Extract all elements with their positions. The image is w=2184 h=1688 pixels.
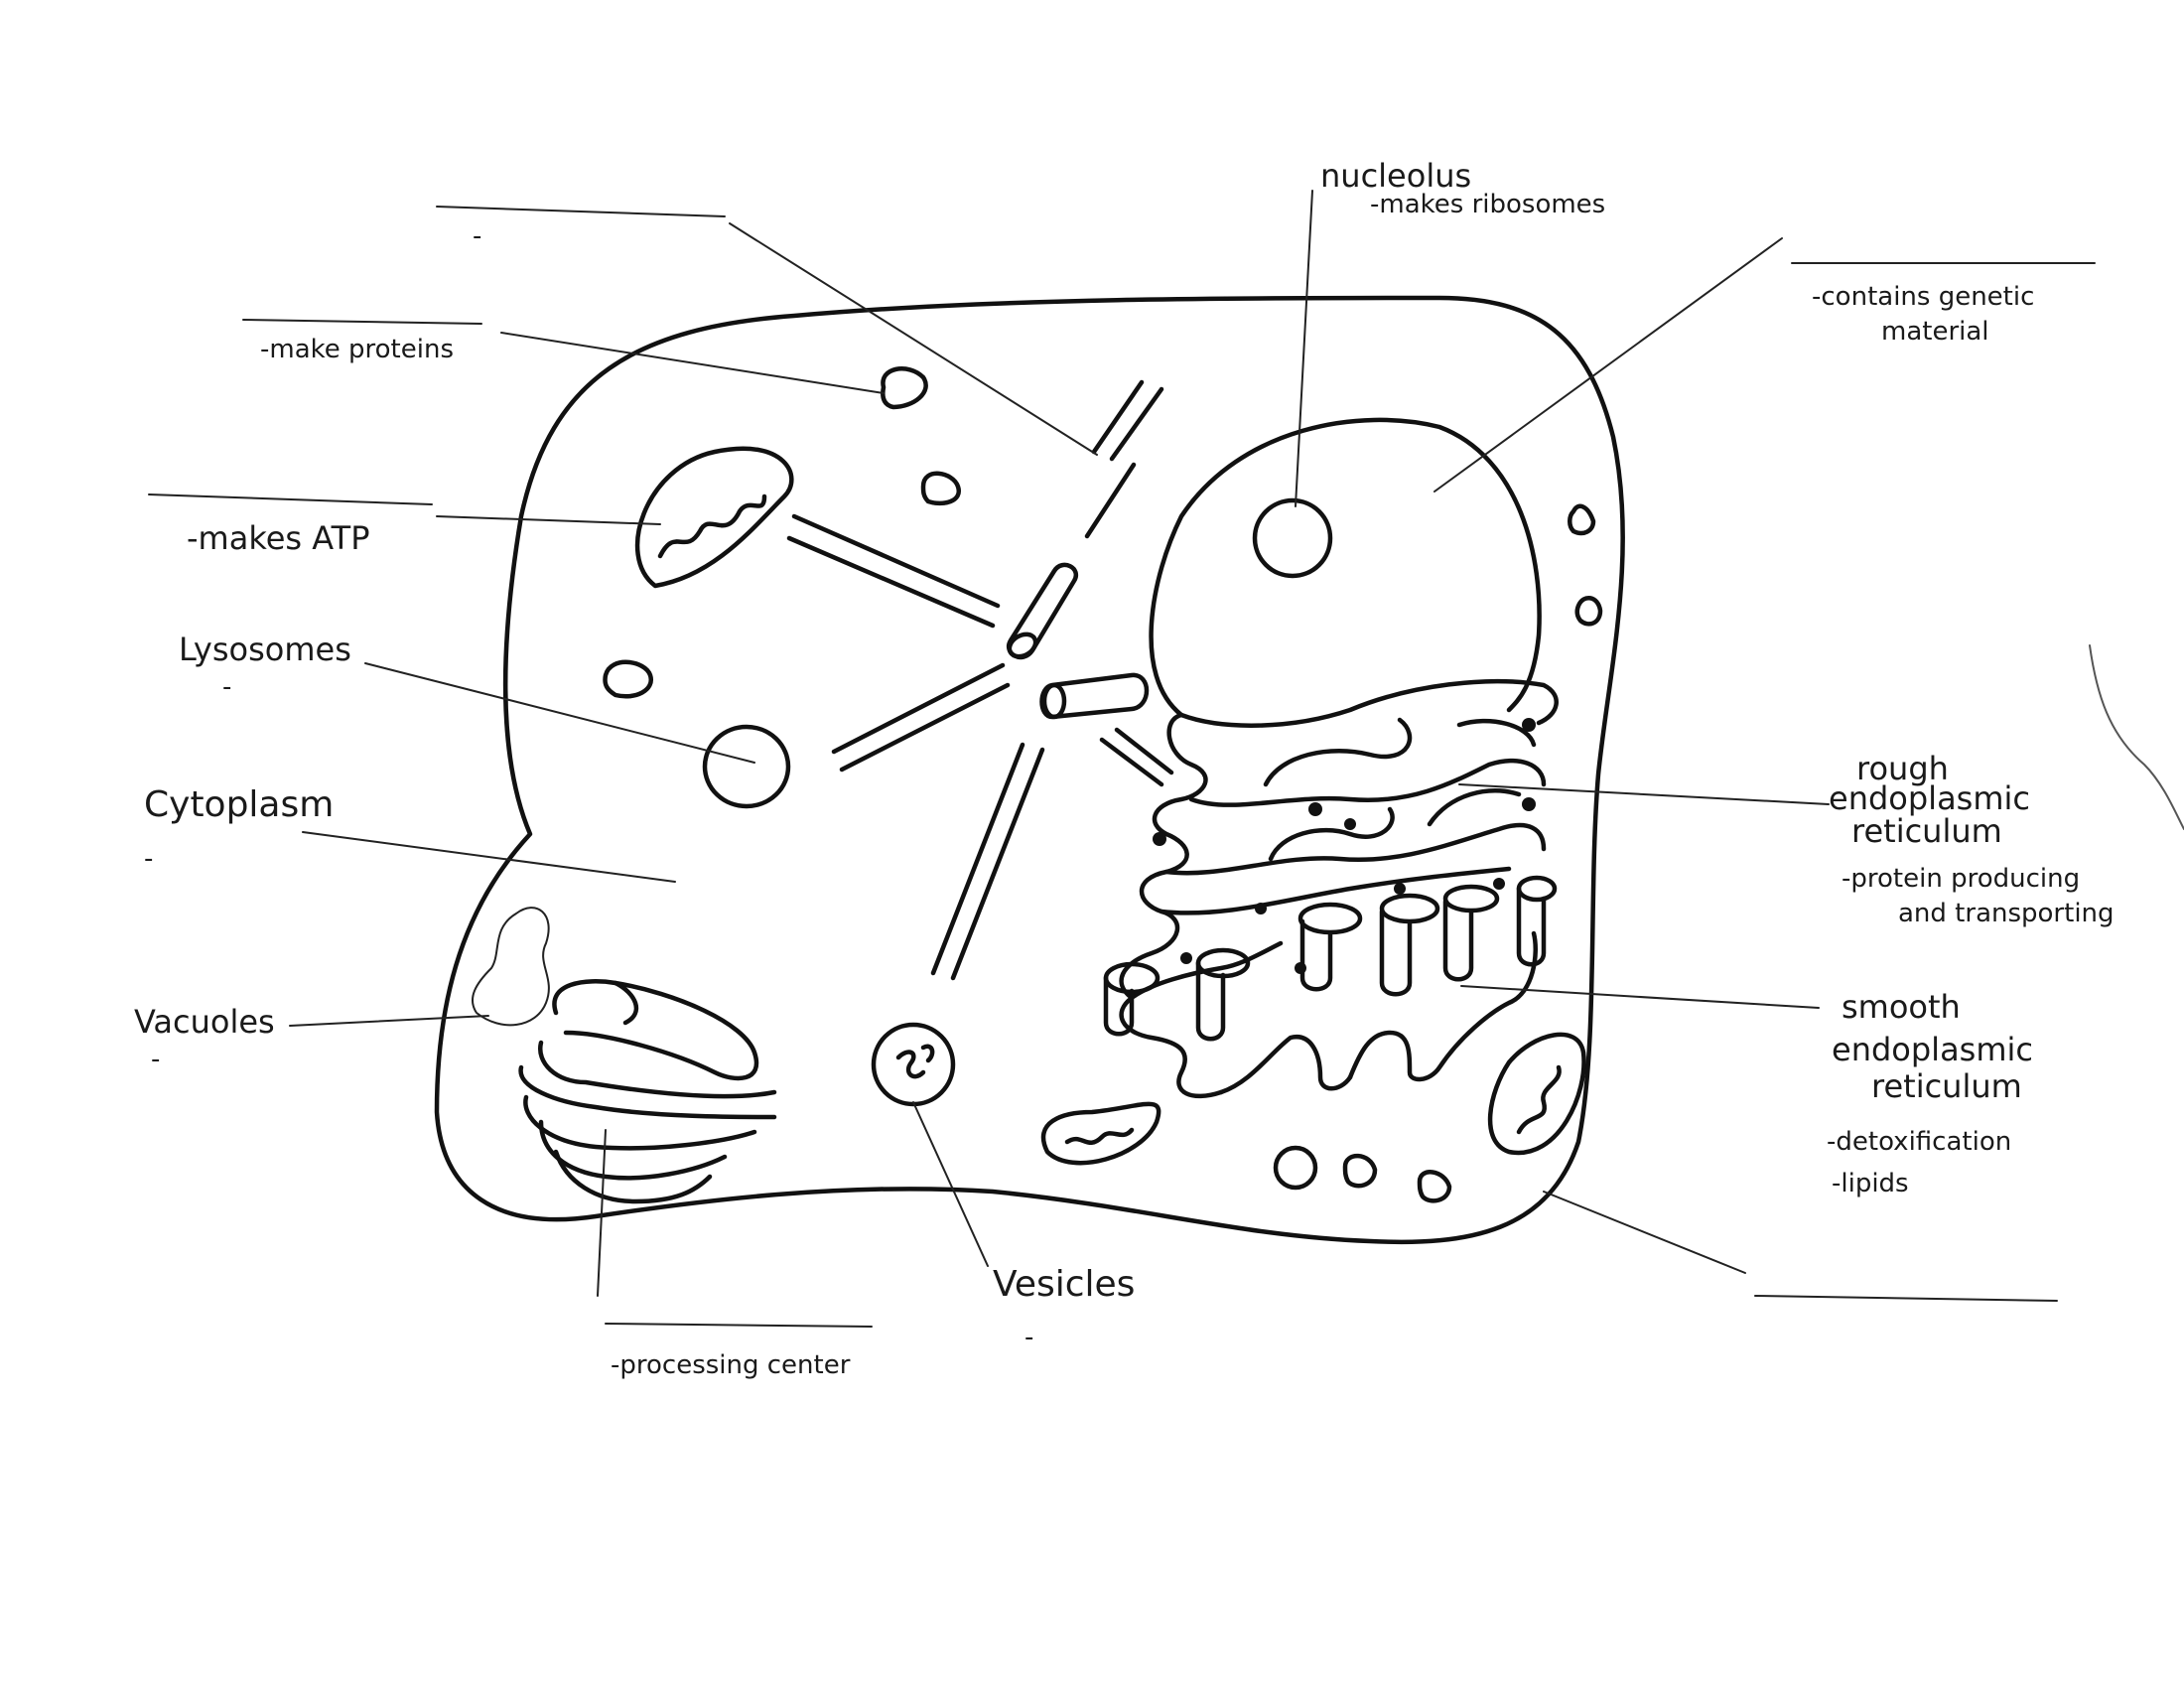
microtubules	[786, 379, 1174, 981]
endoplasmic-reticulum	[1103, 678, 1559, 1099]
vacuole	[472, 907, 550, 1027]
nucleolus-title: nucleolus	[1320, 157, 1471, 195]
mitochondrion-3	[1487, 1032, 1586, 1156]
smooth-er-desc-2: -lipids	[1832, 1169, 1909, 1198]
vacuoles-desc: -	[151, 1045, 160, 1074]
smooth-er-desc-1: -detoxification	[1827, 1127, 2011, 1157]
nucleus-desc-2: material	[1881, 317, 1989, 347]
vesicle	[871, 1022, 956, 1107]
mitochondrion-2	[1040, 1101, 1161, 1166]
ribosomes	[603, 366, 1603, 1203]
golgi-desc: -processing center	[611, 1350, 851, 1380]
cytoplasm-title: Cytoplasm	[144, 784, 334, 825]
leader-lines	[148, 190, 2184, 1328]
vesicles-desc: -	[1024, 1323, 1033, 1352]
smooth-er-title-2: endoplasmic	[1832, 1031, 2033, 1068]
smooth-er-title-3: reticulum	[1871, 1067, 2022, 1105]
cytoplasm-desc: -	[144, 844, 153, 874]
smooth-er-title-1: smooth	[1842, 988, 1961, 1026]
centriole	[1006, 562, 1150, 720]
lysosome	[702, 724, 791, 809]
lysosomes-title: Lysosomes	[179, 631, 351, 668]
nucleus-desc-1: -contains genetic	[1812, 282, 2034, 312]
vacuoles-title: Vacuoles	[134, 1003, 275, 1041]
nucleolus	[1252, 497, 1333, 579]
rough-er-desc-2: and transporting	[1898, 899, 2115, 928]
centrioles-desc: -	[473, 221, 481, 251]
rough-er-title-2: endoplasmic	[1829, 779, 2030, 817]
cell-membrane	[434, 295, 1625, 1245]
rough-er-desc-1: -protein producing	[1842, 864, 2080, 894]
golgi-apparatus	[518, 979, 777, 1204]
ribosomes-desc: -make proteins	[260, 335, 454, 364]
rough-er-title-3: reticulum	[1851, 812, 2002, 850]
lysosomes-desc: -	[222, 672, 231, 702]
nucleus	[1149, 417, 1542, 718]
nucleolus-desc: -makes ribosomes	[1370, 190, 1605, 219]
mitochondria-desc: -makes ATP	[187, 519, 370, 557]
rough-er-title-1: rough	[1856, 750, 1949, 787]
vesicles-title: Vesicles	[993, 1264, 1135, 1305]
mitochondrion-1	[634, 446, 794, 589]
